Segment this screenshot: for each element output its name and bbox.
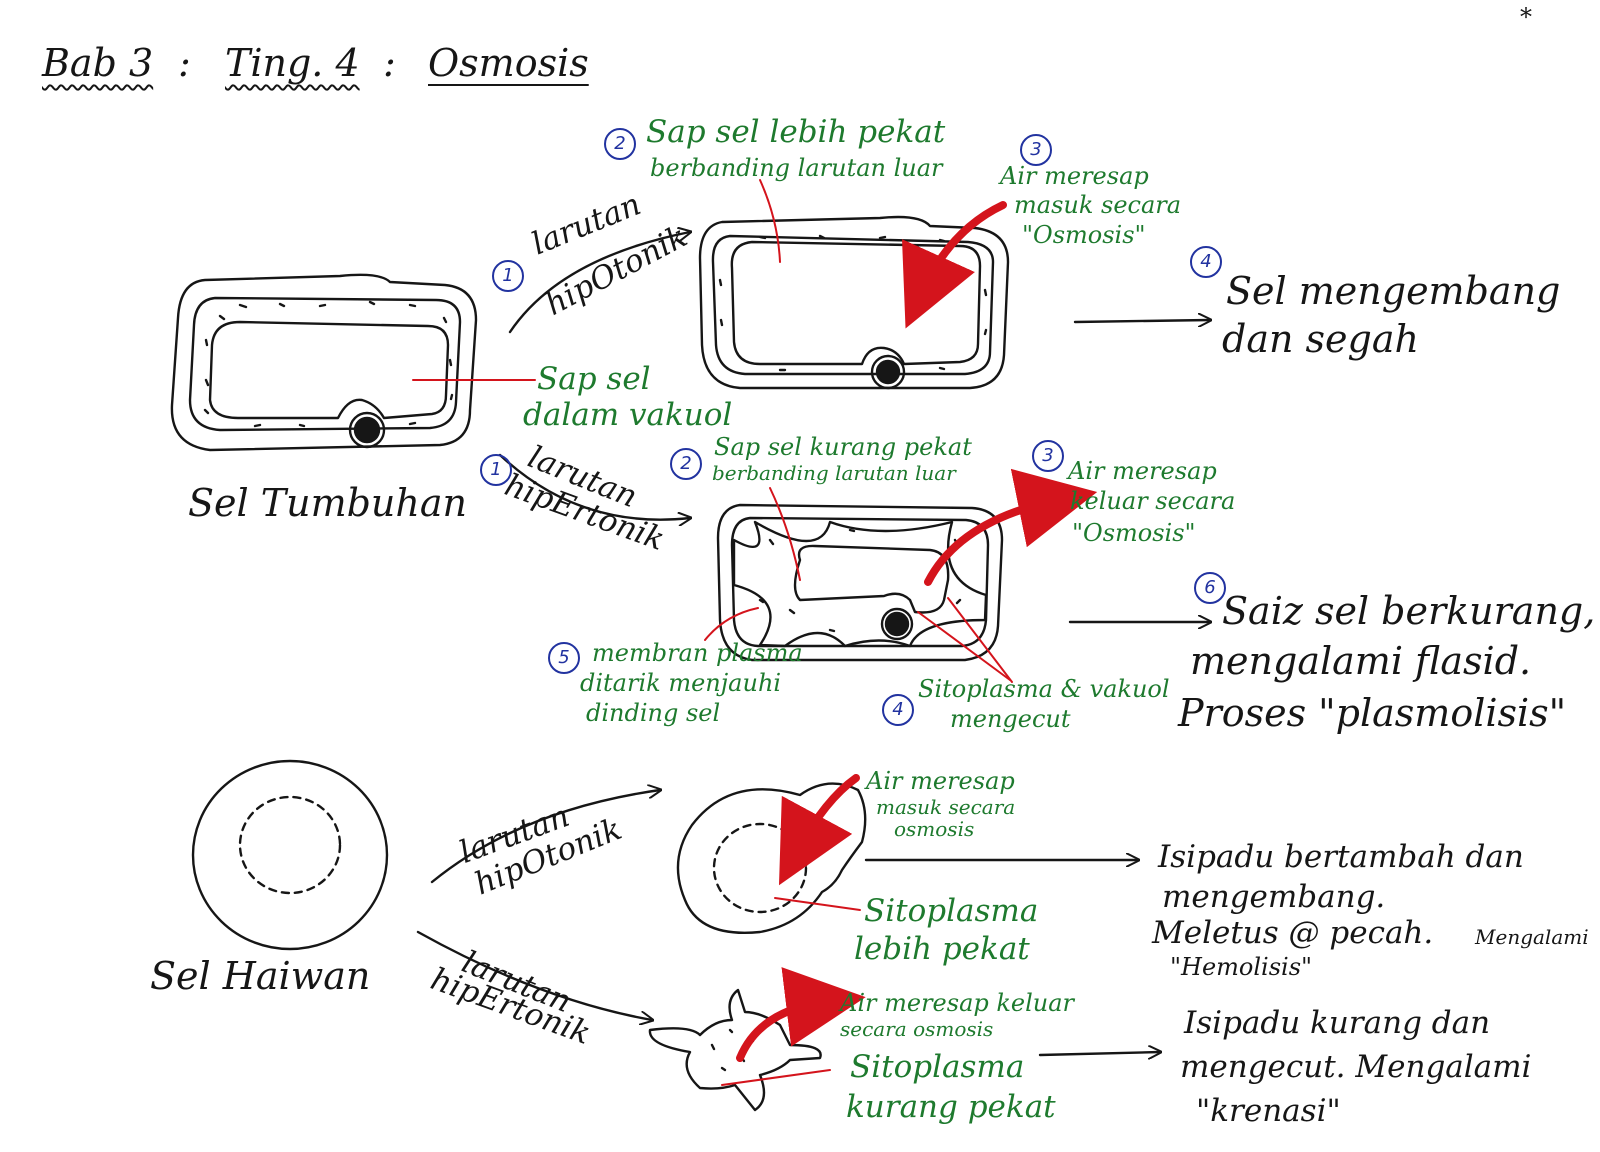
plant-hypo-note2-line-1: Sap sel lebih pekat [646, 114, 946, 150]
animal-hyper-result-line-2: mengecut. Mengalami [1180, 1049, 1532, 1085]
step-badge-hypo-2: 2 [604, 128, 636, 160]
plant-hypo-result-line-1: Sel mengembang [1226, 269, 1561, 313]
heading-sep-1: : [178, 41, 191, 85]
animal-hypo-note-line-3: osmosis [894, 817, 975, 841]
animal-hypo-result-line-4: "Hemolisis" [1170, 953, 1313, 981]
animal-hyper-cyto-line-2: kurang pekat [846, 1089, 1056, 1125]
plant-cell-turgid [698, 215, 1010, 390]
heading-ting: Ting. 4 [225, 41, 360, 85]
animal-hyper-note-line-2: secara osmosis [840, 1017, 994, 1041]
animal-hypo-note-line-1: Air meresap [866, 767, 1015, 795]
animal-hyper-result-line-1: Isipadu kurang dan [1184, 1005, 1491, 1041]
animal-hypo-cyto-line-2: lebih pekat [854, 931, 1030, 967]
animal-hyper-note-line-1: Air meresap keluar [840, 989, 1075, 1017]
plant-hyper-note3-line-3: "Osmosis" [1072, 519, 1196, 547]
plant-hyper-note5-line-2: ditarik menjauhi [580, 669, 782, 697]
plant-hypo-result-line-2: dan segah [1222, 317, 1419, 361]
animal-cell-label: Sel Haiwan [150, 954, 371, 998]
step-badge-hyper-2: 2 [670, 448, 702, 480]
step-badge-hypo-1: 1 [492, 260, 524, 292]
animal-cell-original [191, 759, 389, 951]
plant-hyper-result-line-2: mengalami flasid. [1190, 639, 1532, 683]
heading-topic: Osmosis [428, 41, 589, 85]
plant-hyper-note2-line-1: Sap sel kurang pekat [714, 433, 972, 461]
plant-hypo-note3-line-2: masuk secara [1014, 191, 1182, 219]
plant-cell-original [170, 273, 478, 452]
plant-hypo-note3-line-1: Air meresap [1000, 162, 1149, 190]
step-badge-hyper-5: 5 [548, 642, 580, 674]
step-badge-hypo-3: 3 [1020, 134, 1052, 166]
animal-hypo-result-line-1: Isipadu bertambah dan [1158, 839, 1524, 875]
step-badge-hyper-1: 1 [480, 454, 512, 486]
plant-hyper-note3-line-1: Air meresap [1068, 457, 1217, 485]
animal-hypo-result-line-3b: Mengalami [1475, 925, 1589, 949]
plant-hyper-result-line-3: Proses "plasmolisis" [1178, 691, 1567, 735]
step-badge-hyper-3: 3 [1032, 440, 1064, 472]
plant-cell-label: Sel Tumbuhan [188, 481, 468, 525]
animal-hypo-cyto-line-1: Sitoplasma [864, 893, 1039, 929]
plant-hyper-note5-line-1: membran plasma [592, 639, 803, 667]
plant-hyper-note3-line-2: keluar secara [1070, 487, 1236, 515]
step-badge-hyper-4: 4 [882, 694, 914, 726]
animal-hyper-result-line-3: "krenasi" [1196, 1093, 1341, 1129]
animal-cell-swollen [676, 782, 867, 934]
plant-cell-plasmolysed [716, 503, 1004, 662]
animal-hypo-result-line-3: Meletus @ pecah. [1152, 915, 1434, 951]
sap-label-line-2: dalam vakuol [523, 397, 733, 433]
step-badge-hypo-4: 4 [1190, 246, 1222, 278]
plant-hypo-note2-line-2: berbanding larutan luar [650, 154, 943, 182]
plant-hyper-note4-line-1: Sitoplasma & vakuol [918, 675, 1170, 703]
corner-mark: * [1520, 3, 1532, 31]
sap-label-line-1: Sap sel [537, 361, 651, 397]
plant-hyper-note4-line-2: mengecut [950, 705, 1071, 733]
plant-hypo-note3-line-3: "Osmosis" [1022, 221, 1146, 249]
animal-hypo-note-line-2: masuk secara [876, 795, 1016, 819]
heading-bab: Bab 3 [42, 41, 154, 85]
animal-hypo-result-line-2: mengembang. [1162, 879, 1386, 915]
step-badge-hyper-6: 6 [1194, 572, 1226, 604]
plant-hyper-note5-line-3: dinding sel [586, 699, 721, 727]
animal-hyper-cyto-line-1: Sitoplasma [850, 1049, 1025, 1085]
plant-hyper-result-line-1: Saiz sel berkurang, [1222, 589, 1596, 633]
plant-hyper-note2-line-2: berbanding larutan luar [712, 461, 956, 485]
heading-sep-2: : [383, 41, 396, 85]
